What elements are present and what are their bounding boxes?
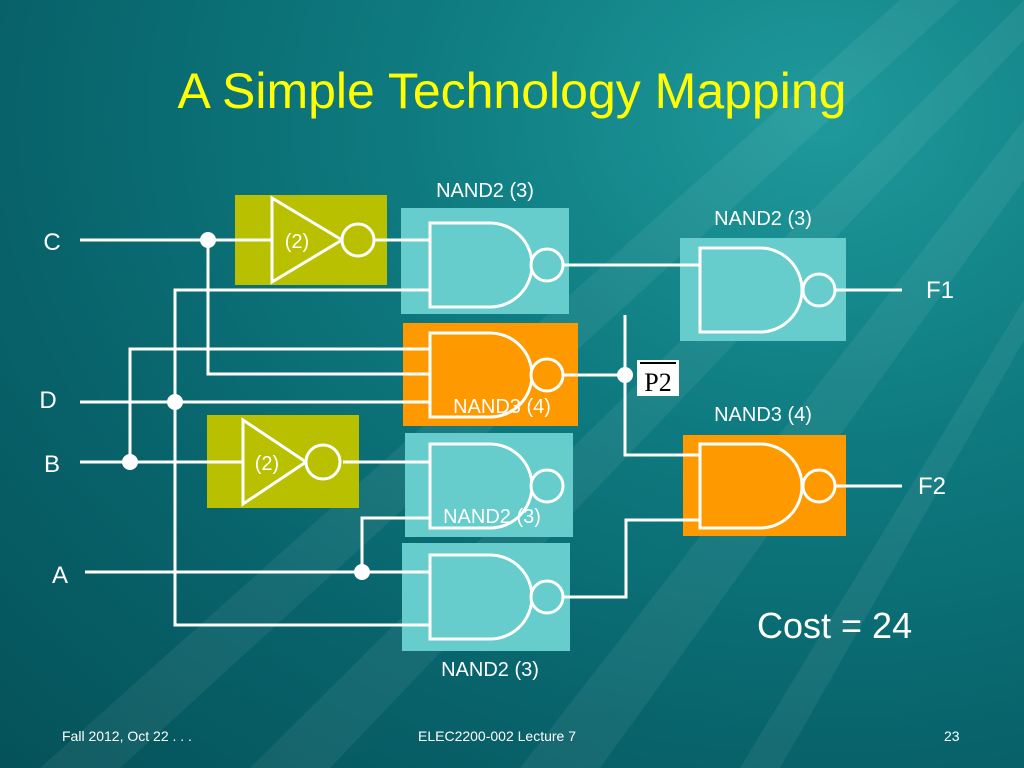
nand2-middle-gate [428,442,565,530]
inverter-top-cost: (2) [285,231,309,253]
inverter-top [270,195,376,285]
p2-label-box [637,360,679,396]
nand3-output-label: NAND3 (4) [714,404,812,426]
footer-course: ELEC2200-002 Lecture 7 [418,728,576,744]
input-label-a: A [52,562,68,589]
footer-date: Fall 2012, Oct 22 . . . [62,728,192,744]
page-number: 23 [944,728,960,744]
wires [80,238,902,627]
nand3-output-gate [698,442,837,530]
inverter-bottom-cost: (2) [255,453,279,475]
p2-label: P2 [644,368,671,397]
nand3-middle-label: NAND3 (4) [453,396,551,418]
input-label-d: D [39,387,56,414]
output-label-f1: F1 [926,277,954,304]
slide-title: A Simple Technology Mapping [177,63,847,119]
inverter-bottom [241,417,342,507]
nand2-output-gate [698,246,837,334]
nand2-top-label: NAND2 (3) [436,180,534,202]
junctions [122,232,633,580]
nand2-middle-label: NAND2 (3) [443,506,541,528]
nand2-top-gate [428,221,565,309]
output-label-f2: F2 [918,473,946,500]
nand2-output-label: NAND2 (3) [714,208,812,230]
nand2-bottom-gate [428,553,565,641]
nand3-middle-gate [428,331,565,419]
nand2-bottom-label: NAND2 (3) [441,659,539,681]
cost-total: Cost = 24 [757,605,913,646]
input-label-c: C [43,229,60,256]
input-label-b: B [44,451,60,478]
